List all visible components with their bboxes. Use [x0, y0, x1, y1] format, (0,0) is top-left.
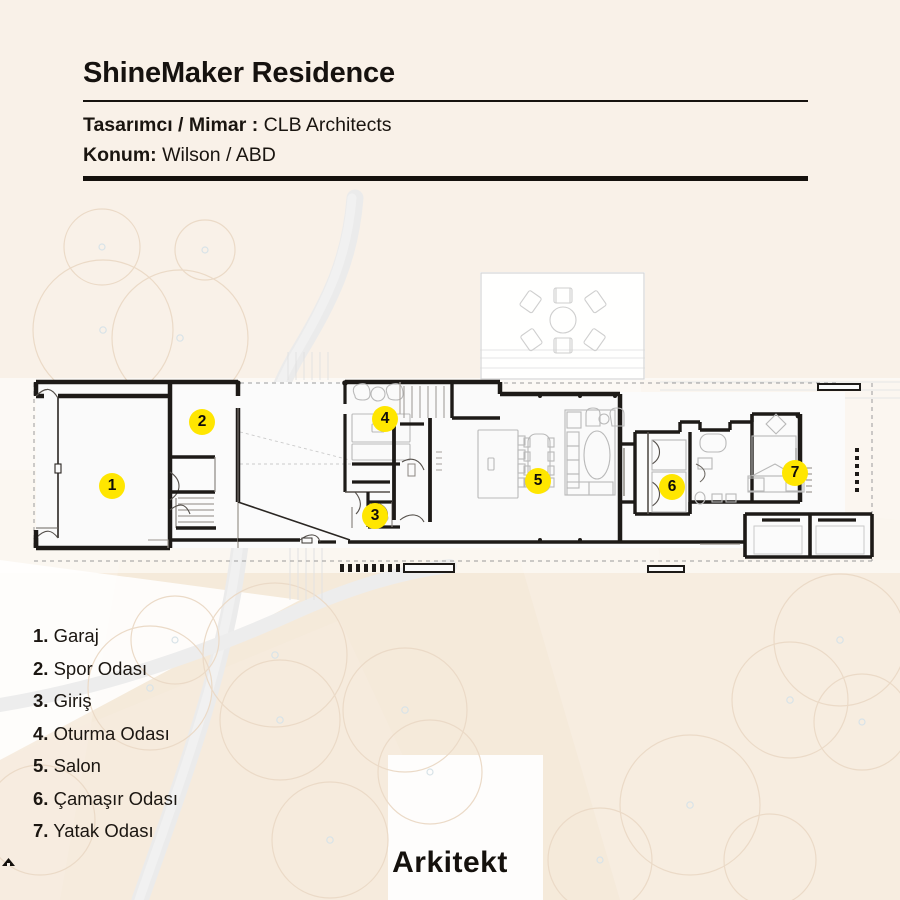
legend-item-5-label: Salon: [53, 755, 101, 777]
divider-thin: [83, 99, 808, 102]
room-marker-6[interactable]: 6: [659, 474, 685, 500]
legend-item-5: 5. Salon: [33, 750, 178, 783]
legend-item-7: 7. Yatak Odası: [33, 815, 178, 848]
legend-item-1: 1. Garaj: [33, 620, 178, 653]
legend-item-6: 6. Çamaşır Odası: [33, 783, 178, 816]
legend-item-3-number: 3.: [33, 690, 49, 712]
location-label: Konum:: [83, 143, 157, 166]
legend-item-3-label: Giriş: [53, 690, 92, 712]
room-marker-4-number: 4: [380, 410, 390, 428]
room-marker-7-number: 7: [790, 464, 800, 482]
location-value: Wilson / ABD: [162, 143, 276, 166]
legend-item-5-number: 5.: [33, 755, 49, 777]
legend-item-2: 2. Spor Odası: [33, 653, 178, 686]
title-block: ShineMaker Residence Tasarımcı / Mimar :…: [83, 57, 808, 182]
room-marker-2-number: 2: [197, 413, 207, 431]
room-marker-2[interactable]: 2: [189, 409, 215, 435]
designer-value: CLB Architects: [263, 113, 392, 136]
legend-item-4-number: 4.: [33, 722, 49, 744]
meta-block: Tasarımcı / Mimar : CLB Architects Konum…: [83, 102, 808, 176]
legend-item-2-number: 2.: [33, 657, 49, 679]
brand-logo: Arkitekt: [0, 846, 900, 880]
room-marker-6-number: 6: [667, 478, 677, 496]
page-title: ShineMaker Residence: [83, 57, 395, 89]
designer-label: Tasarımcı / Mimar :: [83, 113, 259, 136]
legend-item-7-label: Yatak Odası: [53, 820, 154, 842]
legend-item-6-number: 6.: [33, 787, 49, 809]
legend-item-4: 4. Oturma Odası: [33, 718, 178, 751]
legend-item-4-label: Oturma Odası: [53, 722, 170, 744]
designer-line: Tasarımcı / Mimar : CLB Architects: [83, 111, 808, 141]
floor-plan: [33, 379, 874, 573]
legend-item-1-number: 1.: [33, 625, 49, 646]
room-marker-1-number: 1: [107, 477, 117, 495]
location-line: Konum: Wilson / ABD: [83, 141, 808, 171]
room-marker-7[interactable]: 7: [782, 460, 808, 486]
legend-item-2-label: Spor Odası: [53, 657, 148, 679]
house-roof-icon: [2, 858, 15, 866]
legend-item-1-label: Garaj: [53, 625, 99, 646]
legend-item-7-number: 7.: [33, 820, 49, 842]
room-marker-5-number: 5: [533, 472, 543, 490]
brand-logo-text: Arkitekt: [392, 846, 508, 879]
legend-item-3: 3. Giriş: [33, 685, 178, 718]
divider-thick: [83, 176, 808, 182]
room-marker-3[interactable]: 3: [362, 503, 388, 529]
room-marker-3-number: 3: [370, 507, 380, 525]
room-marker-5[interactable]: 5: [525, 468, 551, 494]
room-marker-1[interactable]: 1: [99, 473, 125, 499]
room-marker-4[interactable]: 4: [372, 406, 398, 432]
room-legend: 1. Garaj 2. Spor Odası 3. Giriş 4. Oturm…: [33, 620, 178, 848]
legend-item-6-label: Çamaşır Odası: [53, 787, 178, 809]
